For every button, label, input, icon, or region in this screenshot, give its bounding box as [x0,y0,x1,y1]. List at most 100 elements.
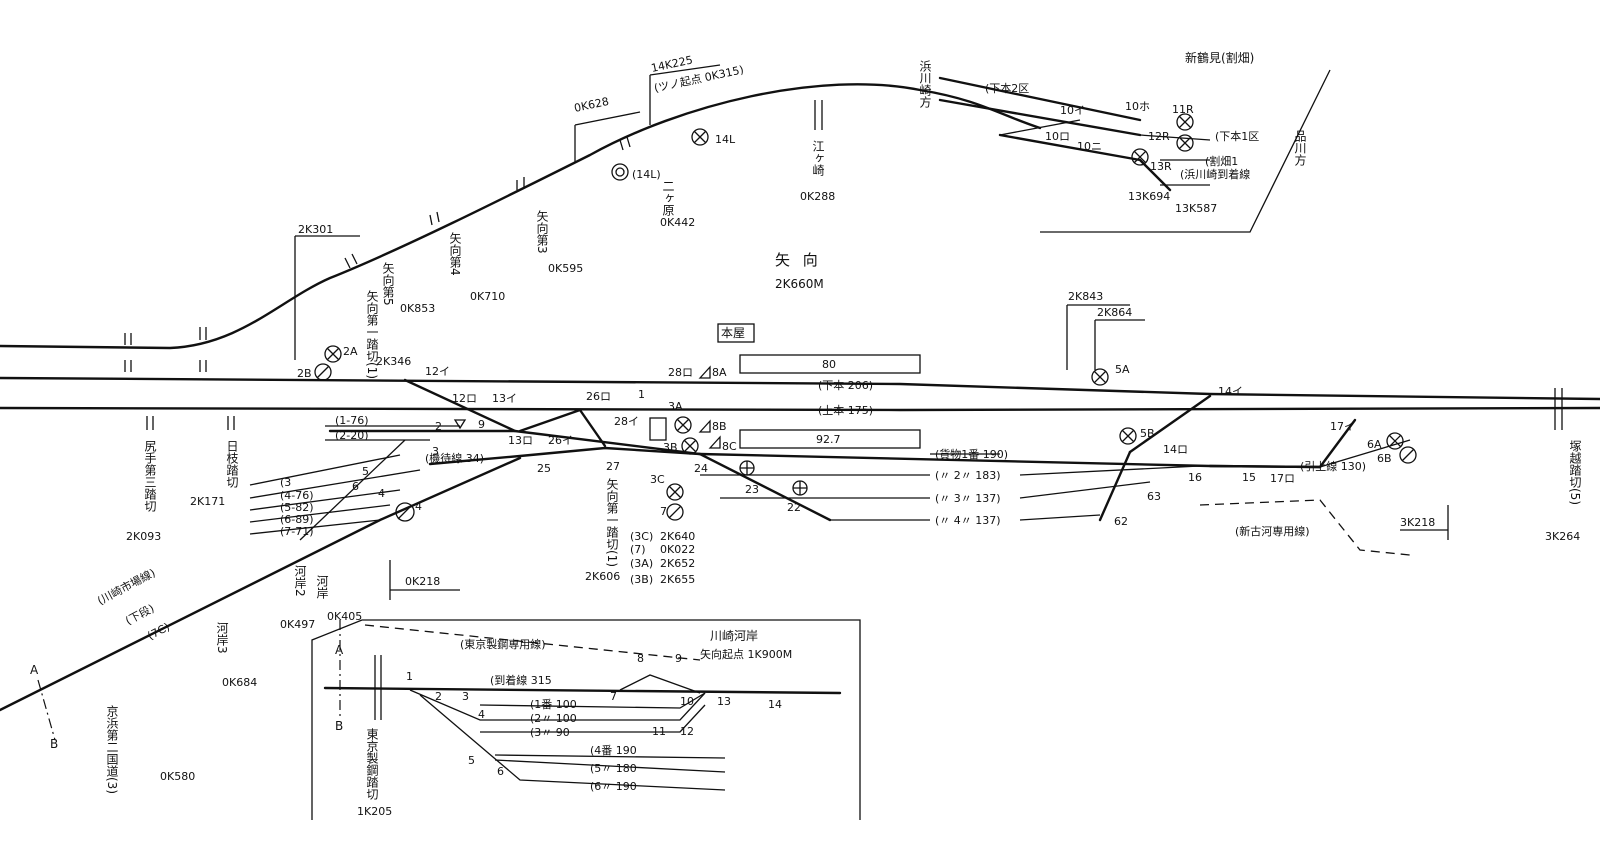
track-label-loco-wait: (機待線 34) [425,451,484,465]
inset-mark-b: B [335,719,343,733]
switch-24: 24 [694,462,708,475]
switch-10i: 10イ [1060,104,1085,117]
km-2k655: 2K655 [660,573,695,586]
crossing-keihin-2: 京浜第二国道(3) [105,705,119,794]
signal-12r-icon [1176,134,1194,152]
signal-14l-shunt-icon [611,163,629,181]
branch-hamakawasaki-arrival: (浜川崎到着線 [1180,167,1250,181]
direction-shinagawa: 品川方 [1293,130,1307,167]
kagan-switch-5: 5 [468,754,475,767]
crossing-tokyo-seiko: 東京製鋼踏切 [365,728,379,801]
signal-13r-icon [1131,148,1149,166]
kagan-switch-3: 3 [462,690,469,703]
switch-62: 62 [1114,515,1128,528]
siding-tokyo-seiko: (東京製鋼専用線) [460,637,546,651]
switch-10ni: 10ニ [1077,140,1102,153]
signal-11r-label: 11R [1172,103,1194,116]
signal-9-icon [453,419,467,430]
kagan-switch-8: 8 [637,652,644,665]
switch-63: 63 [1147,490,1161,503]
signal-symbols [314,113,1417,522]
branch-down-1: (下本1区 [1215,129,1259,143]
crossing-yako-1b-km: 2K606 [585,570,620,583]
office-box [717,323,755,343]
signal-6b-icon [1399,446,1417,464]
km-13k587: 13K587 [1175,202,1217,215]
crossing-yako-1-km: 2K346 [376,355,411,368]
crossing-yako-5: 矢向第5 [381,262,395,306]
crossing-shitte-3-km: 2K093 [126,530,161,543]
switch-1: 1 [638,388,645,401]
kawasaki-kagan-name: 川崎河岸 [710,629,758,643]
signal-2b-icon [314,363,332,381]
switch-14i: 14イ [1218,385,1243,398]
crossing-hie: 日枝踏切 [225,440,239,489]
station-office-label: 本屋 [721,326,745,340]
shin-tsurumi-name: 新鶴見(割畑) [1185,50,1254,65]
crossing-kagan: 河岸 [315,575,329,599]
signal-8c-icon [708,435,721,449]
switch-13ro: 13ロ [508,434,533,447]
signal-2a-label: 2A [343,345,358,358]
signal-2b-label: 2B [297,367,312,380]
signal-5a-icon [1091,368,1109,386]
crossing-tokyo-seiko-km: 1K205 [357,805,392,818]
platform-lower [739,429,921,449]
signal-5b-icon [1119,427,1137,445]
kagan-track-2: (2〃 100 [530,712,577,725]
track-label-y5: (5-82) [280,501,314,514]
crossing-nikagahara: 二ヶ原 [661,180,675,216]
crossing-tsukagoshi: 塚越踏切(5) [1568,440,1582,505]
section-line-ab [37,679,56,741]
crossing-hie-km: 2K171 [190,495,225,508]
switch-2: 2 [435,420,442,433]
track-label-down-main: (下本 206) [818,378,873,392]
km-tag-7: (7) [630,543,646,556]
crossing-egasaki: 江ヶ崎 [811,140,825,176]
siding-kawasaki-market: (川崎市場線) [95,565,158,607]
signal-3c-icon [666,483,684,501]
signal-8a-icon [698,365,711,379]
platform-lower-length: 92.7 [816,433,841,446]
switch-27: 27 [606,460,620,473]
switch-17ro: 17ロ [1270,472,1295,485]
kagan-switch-14: 14 [768,698,782,711]
signal-6b-label: 6B [1377,452,1392,465]
track-label-freight-2: (〃 2〃 183) [935,469,1001,482]
signal-8b-label: 8B [712,420,727,433]
signal-3a-icon [674,416,692,434]
signal-4-icon [395,502,415,522]
kagan-switch-11: 11 [652,725,666,738]
labels: 矢 向 2K660M 本屋 新鶴見(割畑) 川崎河岸 矢向起点 1K900M 浜… [30,50,1582,818]
crossing-yako-4-km: 0K710 [470,290,505,303]
switch-10ho: 10ホ [1125,100,1150,113]
signal-11r-icon [1176,113,1194,131]
crossing-kagan-2-km: 0K497 [280,618,315,631]
km-3k218: 3K218 [1400,516,1435,529]
crossing-yako-3-km: 0K595 [548,262,583,275]
kagan-switch-7: 7 [610,690,617,703]
crossing-nikagahara-km: 0K442 [660,216,695,229]
branch-down-2: (下本2区 [985,81,1029,95]
signal-7-label: 7 [660,505,667,518]
signal-6a-label: 6A [1367,438,1382,451]
track-label-shin-furukawa: (新古河専用線) [1235,524,1310,538]
kagan-track-1: (1番 100 [530,698,577,711]
kagan-switch-2: 2 [435,690,442,703]
signal-7-icon [666,503,684,521]
track-label-pullup: (引上線 130) [1300,459,1366,473]
signal-2a-icon [324,345,342,363]
crossing-shitte-3: 尻手第三踏切 [143,440,157,513]
crossing-keihin-2-km: 0K580 [160,770,195,783]
switch-3: 3 [432,445,439,458]
switch-10ro: 10ロ [1045,130,1070,143]
inset-mark-a: A [335,643,344,657]
crossing-tsukagoshi-km: 3K264 [1545,530,1580,543]
direction-hamakawasaki: 浜川崎方 [918,60,932,109]
kagan-switch-12: 12 [680,725,694,738]
signal-9-label: 9 [478,418,485,431]
section-mark-b: B [50,737,58,751]
km-0k628: 0K628 [573,95,610,115]
signal-cabin-icon [649,417,667,441]
